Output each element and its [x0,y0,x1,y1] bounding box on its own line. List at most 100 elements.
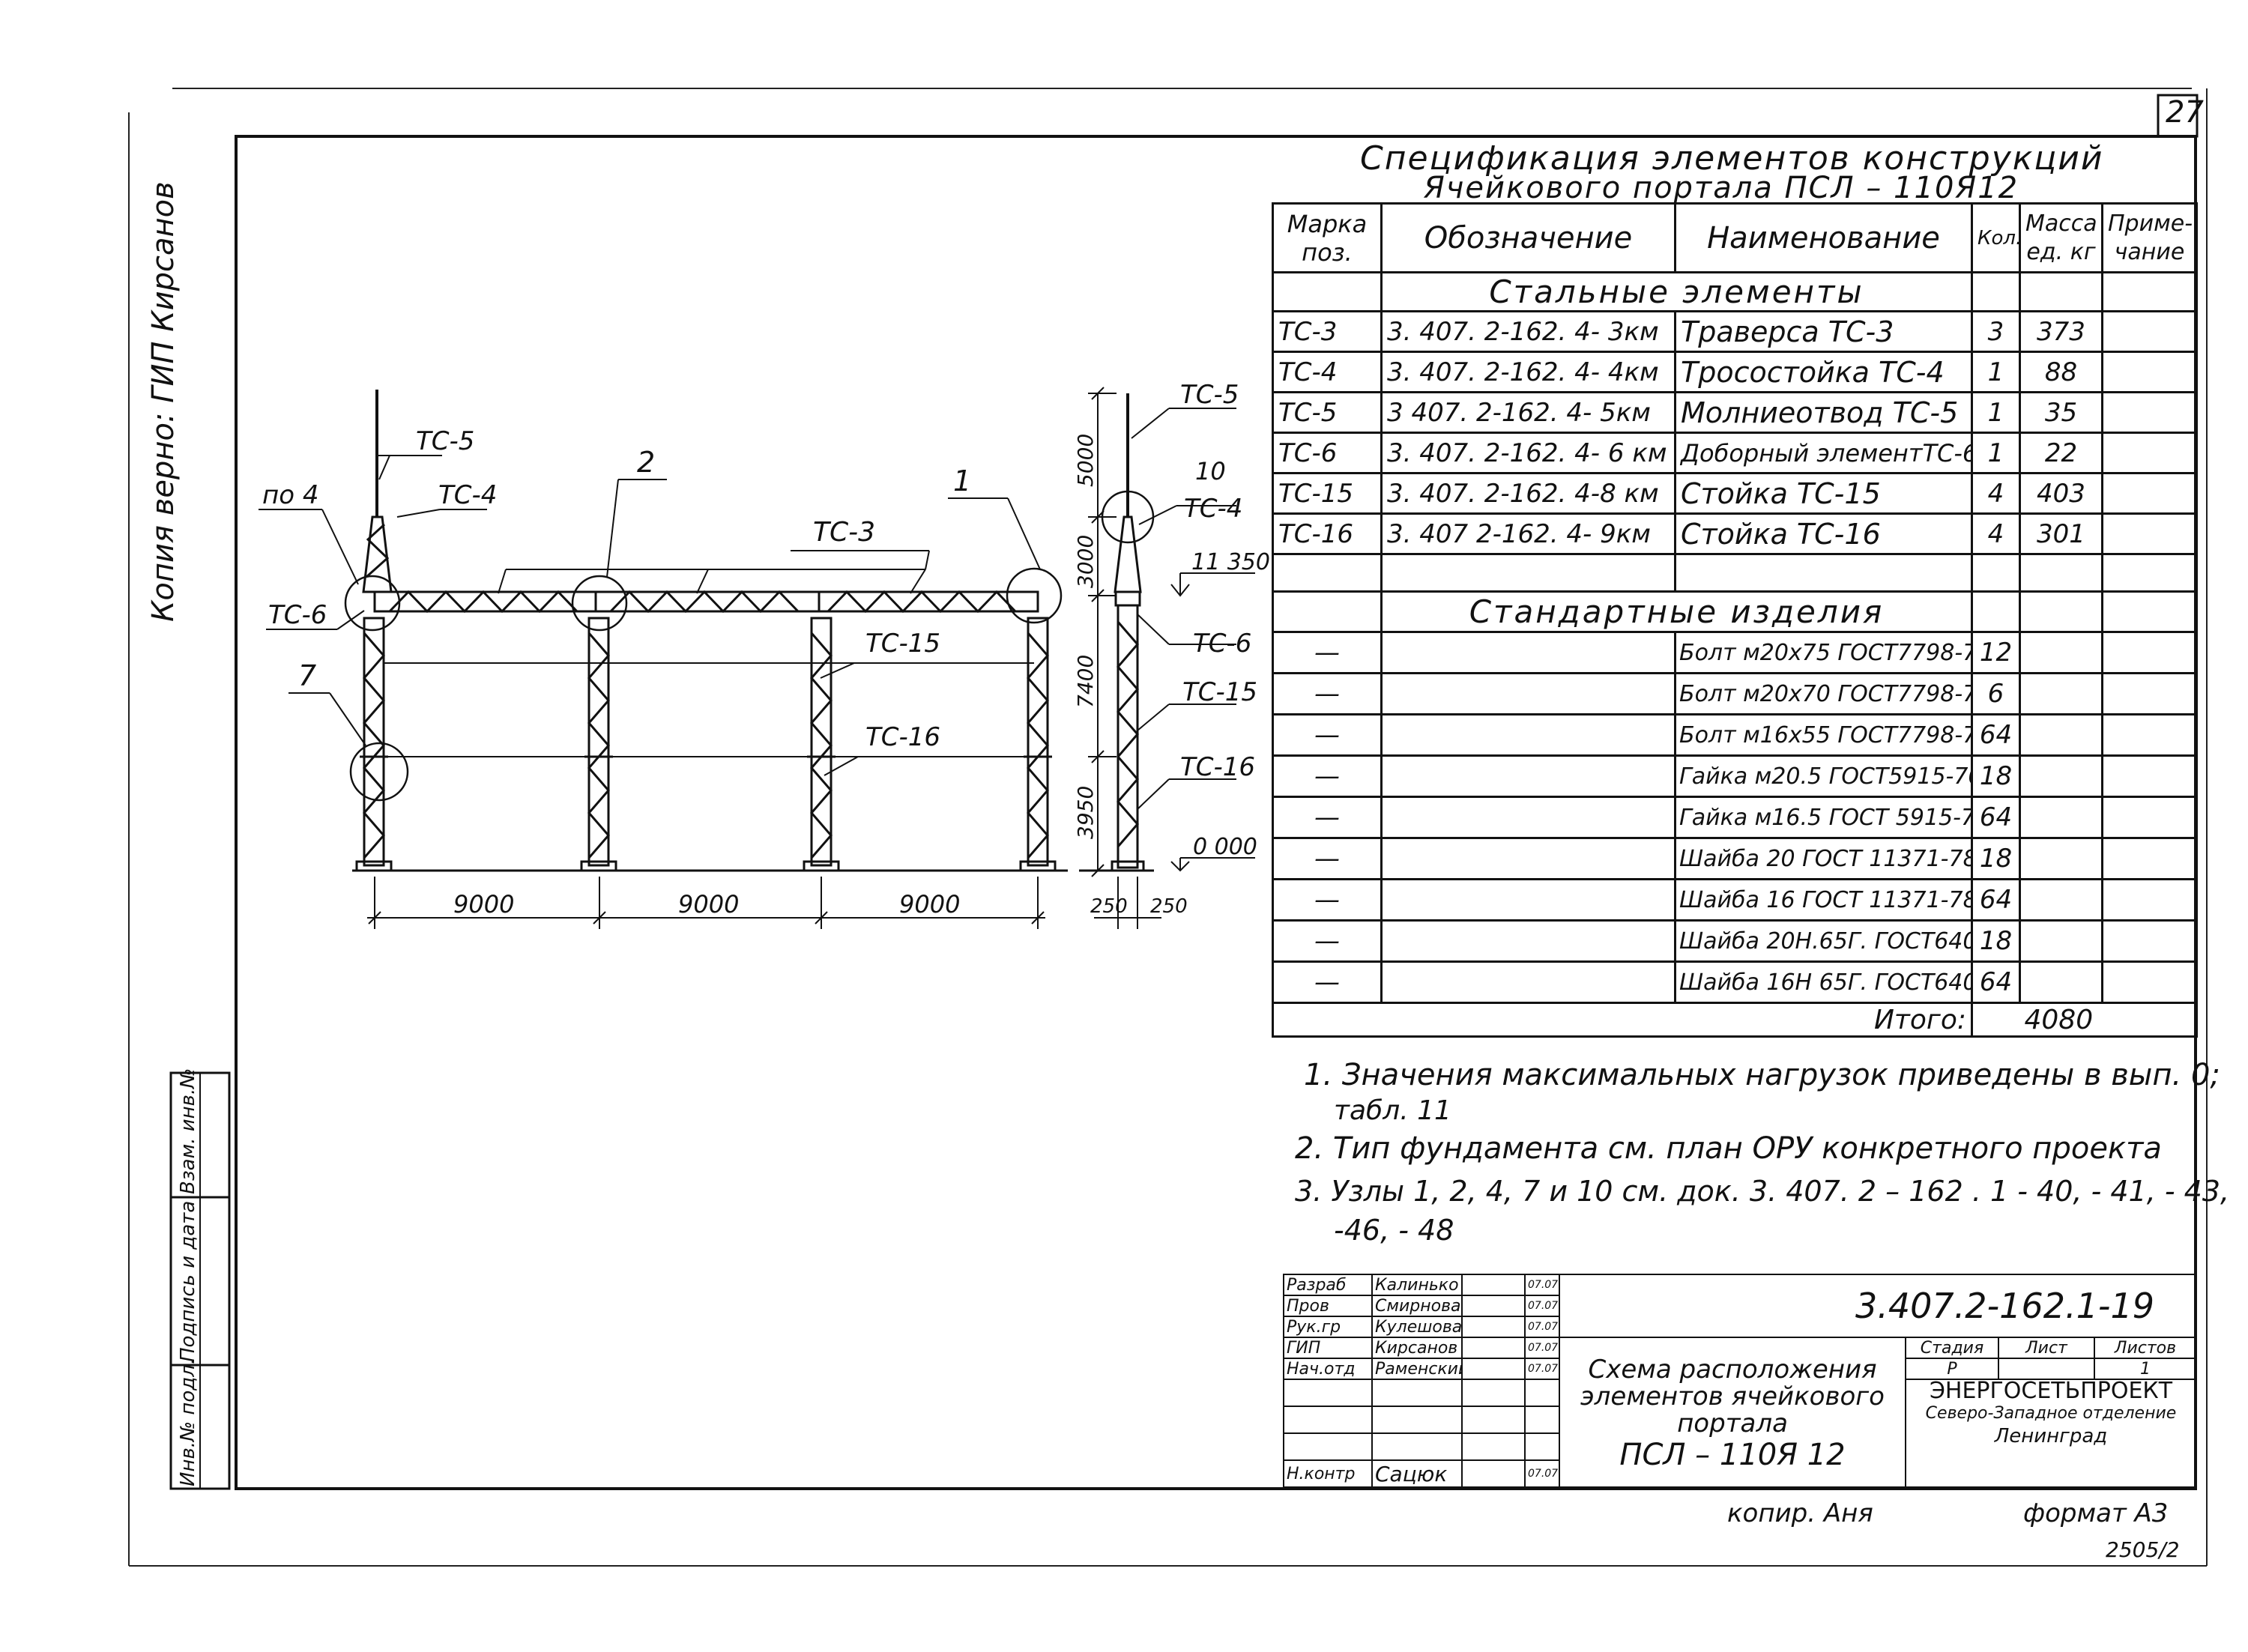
stamp-sheets-label: Листов [2094,1337,2197,1359]
stamp-sheet-label: Лист [1998,1337,2095,1359]
stamp-role: Нач.отд [1283,1358,1373,1380]
section-standard: Стандартные изделия [1380,590,1973,633]
row-name: Болт м20х75 ГОСТ7798-70* [1674,631,1973,674]
stamp-role: Н.контр [1283,1459,1373,1488]
dim-3950: 3950 [1073,786,1098,839]
row-name: Молниеотвод ТС-5 [1674,391,1973,434]
dim-250-right: 250 [1150,895,1188,918]
stamp-role: Разраб [1283,1274,1373,1296]
stamp-date: 07.07.80 [1524,1358,1560,1380]
margin-block-inv: Инв.№ подл. [177,1358,199,1486]
row-name: Шайба 20 ГОСТ 11371-78* [1674,837,1973,880]
row-name: Тросостойка ТС-4 [1674,351,1973,393]
footer-code: 2505/2 [2106,1537,2180,1562]
copier: копир. Аня [1727,1498,1873,1528]
note-1: 1. Значения максимальных нагрузок привед… [1304,1058,2220,1092]
column-4 [1019,617,1057,872]
label-tc3: ТС-3 [813,517,875,548]
header-note: Приме-чание [2101,202,2198,273]
section-standard-row: Стандартные изделия [1272,590,2198,633]
traverse-beam [373,590,1039,614]
row-qty: 64 [1971,796,2021,839]
row-mark: — [1272,796,1383,839]
note-3-cont: -46, - 48 [1334,1214,1454,1247]
stamp-org-line2: Северо-Западное отделение [1925,1404,2177,1423]
ground-wire-stand [362,390,393,593]
stamp-date: 07.07.80 [1524,1274,1560,1296]
table-row: — Болт м16х55 ГОСТ7798-70* 64 [1272,713,2198,757]
row-name: Шайба 16 ГОСТ 11371-78* [1674,878,1973,922]
stamp-org-line1: ЭНЕРГОСЕТЬПРОЕКТ [1929,1379,2173,1404]
table-row: — Гайка м16.5 ГОСТ 5915-70* 64 [1272,796,2198,839]
format-label: формат А3 [2023,1498,2169,1528]
column-1 [355,617,393,872]
stamp-date: 07.07.80 [1524,1295,1560,1317]
row-mark: ТС-4 [1272,351,1383,393]
total-value: 4080 [2019,1002,2198,1038]
stamp-name: Раменский [1371,1358,1463,1380]
table-row: — Шайба 20 ГОСТ 11371-78* 18 [1272,837,2198,880]
stamp-name: Кирсанов [1371,1337,1463,1359]
row-mass: 22 [2019,432,2103,474]
table-row: ТС-15 3. 407. 2-162. 4-8 км Стойка ТС-15… [1272,472,2198,515]
label-tc4-right: ТС-4 [1184,494,1242,524]
stamp-title-line4: ПСЛ – 110Я 12 [1619,1438,1846,1472]
row-name: Шайба 20Н.65Г. ГОСТ6402-70* [1674,919,1973,963]
table-row: — Шайба 16 ГОСТ 11371-78* 64 [1272,878,2198,922]
spec-header-row: Марка поз. Обозначение Наименование Кол.… [1272,202,2198,273]
stamp-name: Калинько [1371,1274,1463,1296]
label-tc15-right: ТС-15 [1182,677,1257,707]
table-row: — Болт м20х70 ГОСТ7798-70* 6 [1272,672,2198,715]
label-tc4-left: ТС-4 [438,480,497,510]
label-tc5-left: ТС-5 [416,426,474,456]
column-2 [580,617,617,872]
stamp-name: Сацюк [1371,1459,1463,1488]
stamp-stage-value: Р [1905,1358,1999,1380]
stamp-signature [1461,1316,1526,1338]
margin-block-signature: Подпись и дата [177,1200,199,1362]
row-qty: 4 [1971,472,2021,515]
row-mark: — [1272,878,1383,922]
stamp-name: Кулешова [1371,1316,1463,1338]
table-row: — Болт м20х75 ГОСТ7798-70* 12 [1272,631,2198,674]
header-mass: Масса ед. кг [2019,202,2103,273]
row-mass: 403 [2019,472,2103,515]
stamp-signature [1461,1337,1526,1359]
row-qty: 4 [1971,512,2021,555]
dim-9000-2: 9000 [678,890,739,919]
row-name: Доборный элементТС-6 [1674,432,1973,474]
header-designation: Обозначение [1380,202,1676,273]
table-row: — Шайба 20Н.65Г. ГОСТ6402-70* 18 [1272,919,2198,963]
table-row: ТС-4 3. 407. 2-162. 4- 4км Тросостойка Т… [1272,351,2198,393]
row-qty: 1 [1971,432,2021,474]
stamp-signature [1461,1295,1526,1317]
row-designation: 3. 407. 2-162. 4- 4км [1380,351,1676,393]
stamp-title-line2: элементов ячейкового [1580,1382,1885,1412]
header-name: Наименование [1674,202,1973,273]
total-row: Итого: 4080 [1272,1002,2198,1038]
row-qty: 18 [1971,837,2021,880]
stamp-date: 07.07.80 [1524,1337,1560,1359]
stamp-signature [1461,1459,1526,1488]
stamp-role: Рук.гр [1283,1316,1373,1338]
row-designation: 3. 407. 2-162. 4- 3км [1380,310,1676,353]
row-mass: 88 [2019,351,2103,393]
row-qty: 12 [1971,631,2021,674]
row-mark: ТС-6 [1272,432,1383,474]
row-mark: — [1272,754,1383,798]
side-elevation [1079,387,1255,929]
row-mark: — [1272,631,1383,674]
row-mark: — [1272,713,1383,757]
table-row: ТС-5 3 407. 2-162. 4- 5км Молниеотвод ТС… [1272,391,2198,434]
stamp-role: Пров [1283,1295,1373,1317]
row-mark: ТС-3 [1272,310,1383,353]
row-qty: 1 [1971,351,2021,393]
margin-block-replace: Взам. инв.№ [177,1068,199,1194]
stamp-org: ЭНЕРГОСЕТЬПРОЕКТ Северо-Западное отделен… [1905,1379,2197,1488]
stamp-date: 07.07.80 [1524,1459,1560,1488]
total-label: Итого: [1675,1002,1973,1038]
row-name: Гайка м16.5 ГОСТ 5915-70* [1674,796,1973,839]
spacer-row [1272,553,2198,593]
row-qty: 18 [1971,754,2021,798]
